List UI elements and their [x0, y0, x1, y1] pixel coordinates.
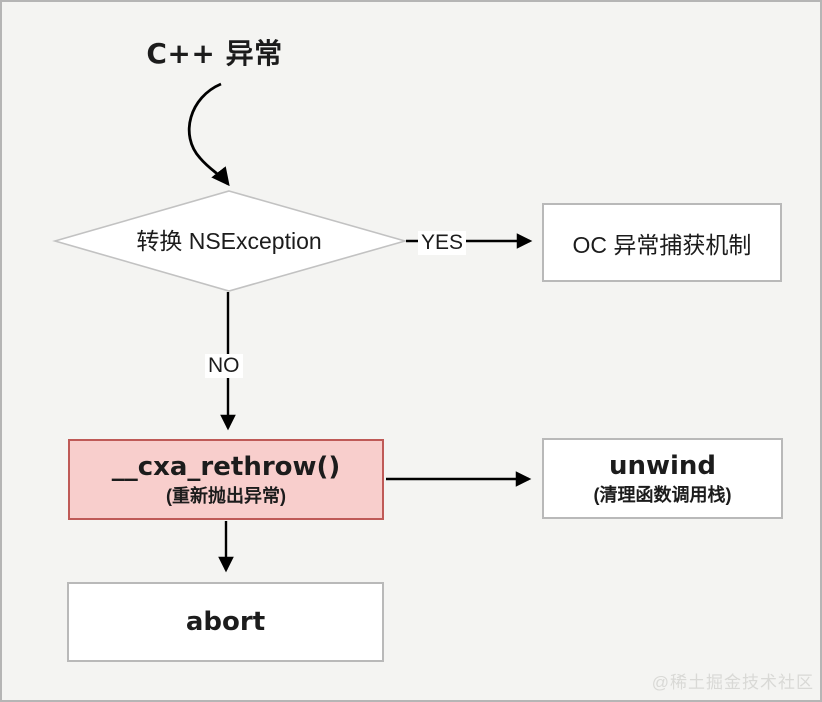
node-oc-label: OC 异常捕获机制 [572, 231, 752, 258]
no-edge-label: NO [205, 354, 243, 378]
node-abort-label: abort [185, 607, 266, 637]
node-abort: abort [67, 582, 384, 662]
node-oc-exception-catch: OC 异常捕获机制 [542, 203, 782, 282]
decision-label: 转换 NSException [136, 228, 322, 254]
curved-arrow [187, 82, 230, 187]
node-cxa-rethrow-sublabel: (重新抛出异常) [166, 485, 286, 506]
decision-diamond-shape [52, 190, 408, 292]
node-cxa-rethrow-label: __cxa_rethrow() [111, 451, 341, 482]
node-unwind-sublabel: (清理函数调用栈) [593, 484, 732, 505]
node-cxa-rethrow: __cxa_rethrow() (重新抛出异常) [68, 439, 384, 520]
watermark: @稀土掘金技术社区 [651, 673, 814, 692]
node-unwind-label: unwind [608, 450, 717, 481]
page-title: C++ 异常 [146, 37, 283, 70]
node-unwind: unwind (清理函数调用栈) [542, 438, 783, 519]
yes-edge-label: YES [418, 231, 467, 255]
